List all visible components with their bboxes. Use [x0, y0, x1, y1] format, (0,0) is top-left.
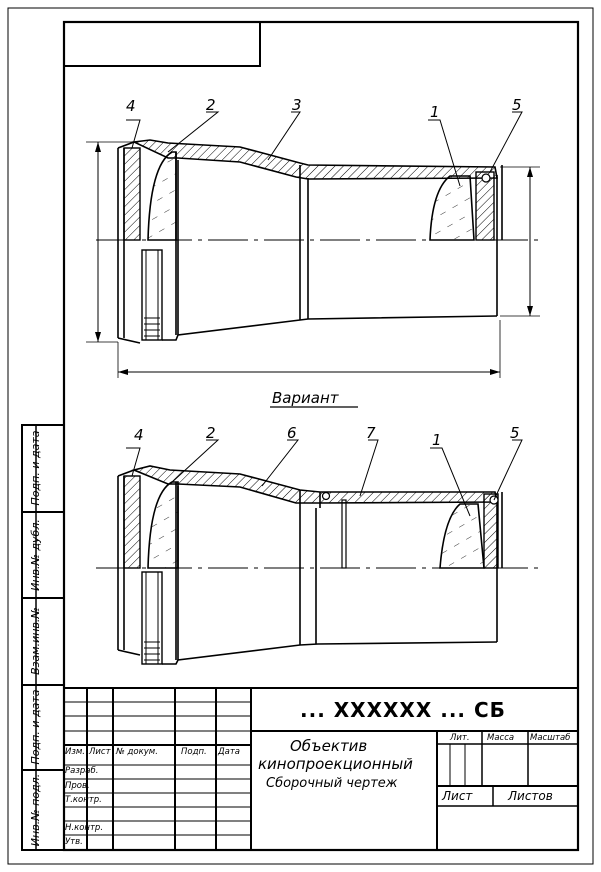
retaining-ring-left: [123, 147, 141, 241]
callout-top-1: 1: [430, 103, 440, 121]
lens-right: [429, 175, 475, 241]
sheet-label: Лист: [442, 789, 473, 803]
retaining-ring-right-b: [483, 493, 499, 569]
housing-wall-top: [131, 139, 498, 180]
row-razrab: Разраб.: [65, 766, 99, 776]
row-nkontr: Н.контр.: [65, 823, 104, 833]
col-doc: № докум.: [116, 747, 158, 757]
title-block-grid: [64, 687, 578, 850]
callout-top-5: 5: [512, 96, 522, 114]
lens-right-b: [439, 503, 485, 569]
row-prov: Пров.: [65, 781, 90, 791]
top-assembly-view: [86, 111, 540, 378]
callout-bottom-6: 6: [287, 424, 297, 442]
document-name-line3: Сборочный чертеж: [266, 776, 398, 791]
designation: ... XXXXXX ... СБ: [300, 698, 506, 722]
lens-left: [147, 151, 177, 241]
side-stamp-grid: [21, 424, 65, 851]
col-sign: Подп.: [181, 747, 207, 757]
mass-label: Масса: [487, 733, 515, 743]
col-date: Дата: [218, 747, 241, 757]
side-podp-data-top: Подп. и дата: [29, 430, 42, 506]
col-izm: Изм.: [65, 747, 85, 757]
callout-bottom-7: 7: [366, 424, 376, 442]
document-name-line2: кинопроекционный: [258, 755, 413, 773]
callout-bottom-5: 5: [510, 424, 520, 442]
lens-left-b: [147, 481, 179, 569]
retaining-ring-right: [475, 171, 495, 241]
callout-bottom-4: 4: [134, 426, 144, 444]
side-inv-dubl: Инв.№ дубл.: [29, 519, 42, 591]
callout-top-3: 3: [292, 96, 302, 114]
side-vzam-inv: Взам.инв.№: [29, 607, 42, 675]
row-tkontr: Т.контр.: [65, 795, 102, 805]
callout-bottom-1: 1: [432, 431, 442, 449]
bottom-assembly-view: [96, 439, 540, 665]
callout-top-4: 4: [126, 97, 136, 115]
outer-border: [7, 7, 594, 865]
thread-left: [141, 249, 163, 341]
scale-label: Масштаб: [530, 733, 571, 743]
side-inv-podl: Инв.№ подл.: [29, 773, 42, 847]
retaining-ring-left-b: [123, 475, 141, 569]
callout-top-2: 2: [206, 96, 216, 114]
col-list: Лист: [89, 747, 111, 757]
row-utv: Утв.: [65, 837, 83, 847]
sheets-label: Листов: [508, 789, 553, 803]
variant-label: Вариант: [272, 389, 340, 407]
housing-wall-bottom: [131, 465, 498, 504]
callout-bottom-2: 2: [206, 424, 216, 442]
corner-box: [63, 21, 261, 67]
lit-label: Лит.: [450, 733, 470, 743]
document-name-line1: Объектив: [290, 737, 368, 755]
